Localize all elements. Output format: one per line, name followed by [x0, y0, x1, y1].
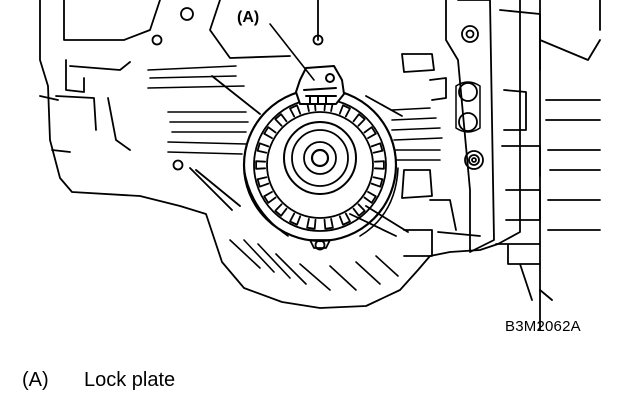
spline-tooth [263, 191, 277, 204]
spline-tooth [323, 218, 334, 230]
transmission-diagram: (A) [39, 0, 601, 331]
spline-tooth [263, 126, 277, 139]
gear-assembly [242, 87, 399, 249]
lock-plate [295, 65, 345, 105]
callout-label: (A) [237, 9, 259, 26]
spline-tooth [352, 113, 366, 127]
valve-body [401, 0, 495, 257]
spline-teeth [255, 100, 385, 230]
spline-tooth [363, 126, 377, 139]
valve-port-2 [458, 82, 478, 102]
spline-tooth [370, 176, 384, 188]
spline-tooth [274, 203, 288, 217]
mount-hole-2 [151, 34, 163, 46]
mount-hole-3 [312, 34, 324, 46]
callout-leader [269, 23, 315, 81]
figure-code: B3M2062A [505, 318, 581, 335]
spline-tooth [274, 113, 288, 127]
valve-port-4 [464, 150, 484, 170]
case-inner-rim [63, 0, 319, 71]
spline-tooth [289, 104, 302, 118]
case-ribs [147, 65, 443, 291]
spline-tooth [374, 160, 385, 170]
legend-label: Lock plate [84, 369, 176, 391]
spline-tooth [306, 218, 317, 230]
valve-port-3 [458, 112, 478, 132]
left-bracket-edge [39, 95, 71, 153]
case-outline [39, 0, 521, 309]
spline-tooth [256, 142, 270, 154]
mount-hole-1 [180, 7, 194, 21]
spline-tooth [255, 160, 266, 170]
spline-tooth [370, 142, 384, 154]
spline-tooth [352, 203, 366, 217]
spline-tooth [363, 191, 377, 204]
valve-port-1 [461, 25, 479, 43]
right-housing [495, 0, 601, 331]
legend: (A) Lock plate [22, 369, 175, 392]
spline-tooth [338, 212, 351, 226]
case-braces [189, 75, 409, 237]
mount-hole-4 [172, 159, 184, 171]
spline-tooth [256, 176, 270, 188]
legend-key: (A) [22, 369, 49, 391]
left-bracket [55, 59, 131, 151]
spline-tooth [338, 104, 351, 118]
spline-tooth [289, 212, 302, 226]
